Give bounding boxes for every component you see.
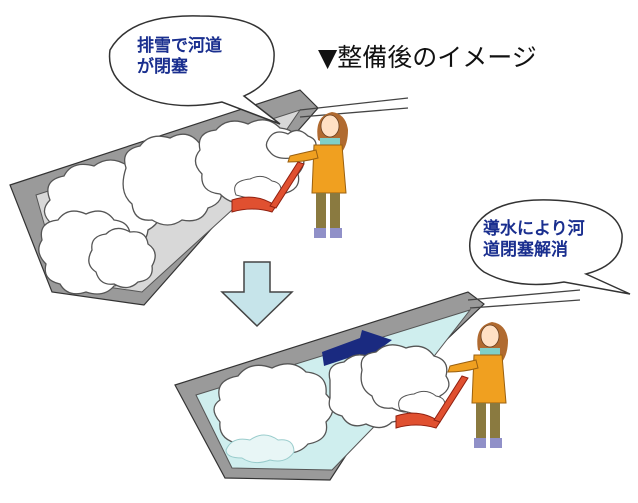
person-with-snow-shovel-icon <box>447 322 508 448</box>
submerged-snow <box>225 434 295 464</box>
before-scene <box>9 15 409 306</box>
after-scene <box>174 199 631 481</box>
speech-bubble-before-text: 排雪で河道 が閉塞 <box>137 36 237 78</box>
down-arrow-icon <box>220 261 294 328</box>
ditch-lines-after <box>467 289 581 309</box>
bubble-before-line1: 排雪で河道 <box>137 36 222 56</box>
bubble-after-line2: 道閉塞解消 <box>483 240 568 260</box>
person-with-snow-shovel-icon <box>287 112 348 238</box>
page-title: ▼整備後のイメージ <box>318 43 537 72</box>
speech-bubble-before <box>108 15 281 125</box>
ditch-lines <box>299 97 409 118</box>
snowplow-icon <box>395 375 469 429</box>
flow-direction-arrow-icon <box>322 330 392 366</box>
speech-bubble-after-text: 導水により河 道閉塞解消 <box>483 219 593 261</box>
speech-bubble-after <box>469 199 631 295</box>
bubble-after-line1: 導水により河 <box>483 219 585 239</box>
bubble-before-line2: が閉塞 <box>137 57 188 77</box>
snowplow-icon <box>231 161 305 213</box>
